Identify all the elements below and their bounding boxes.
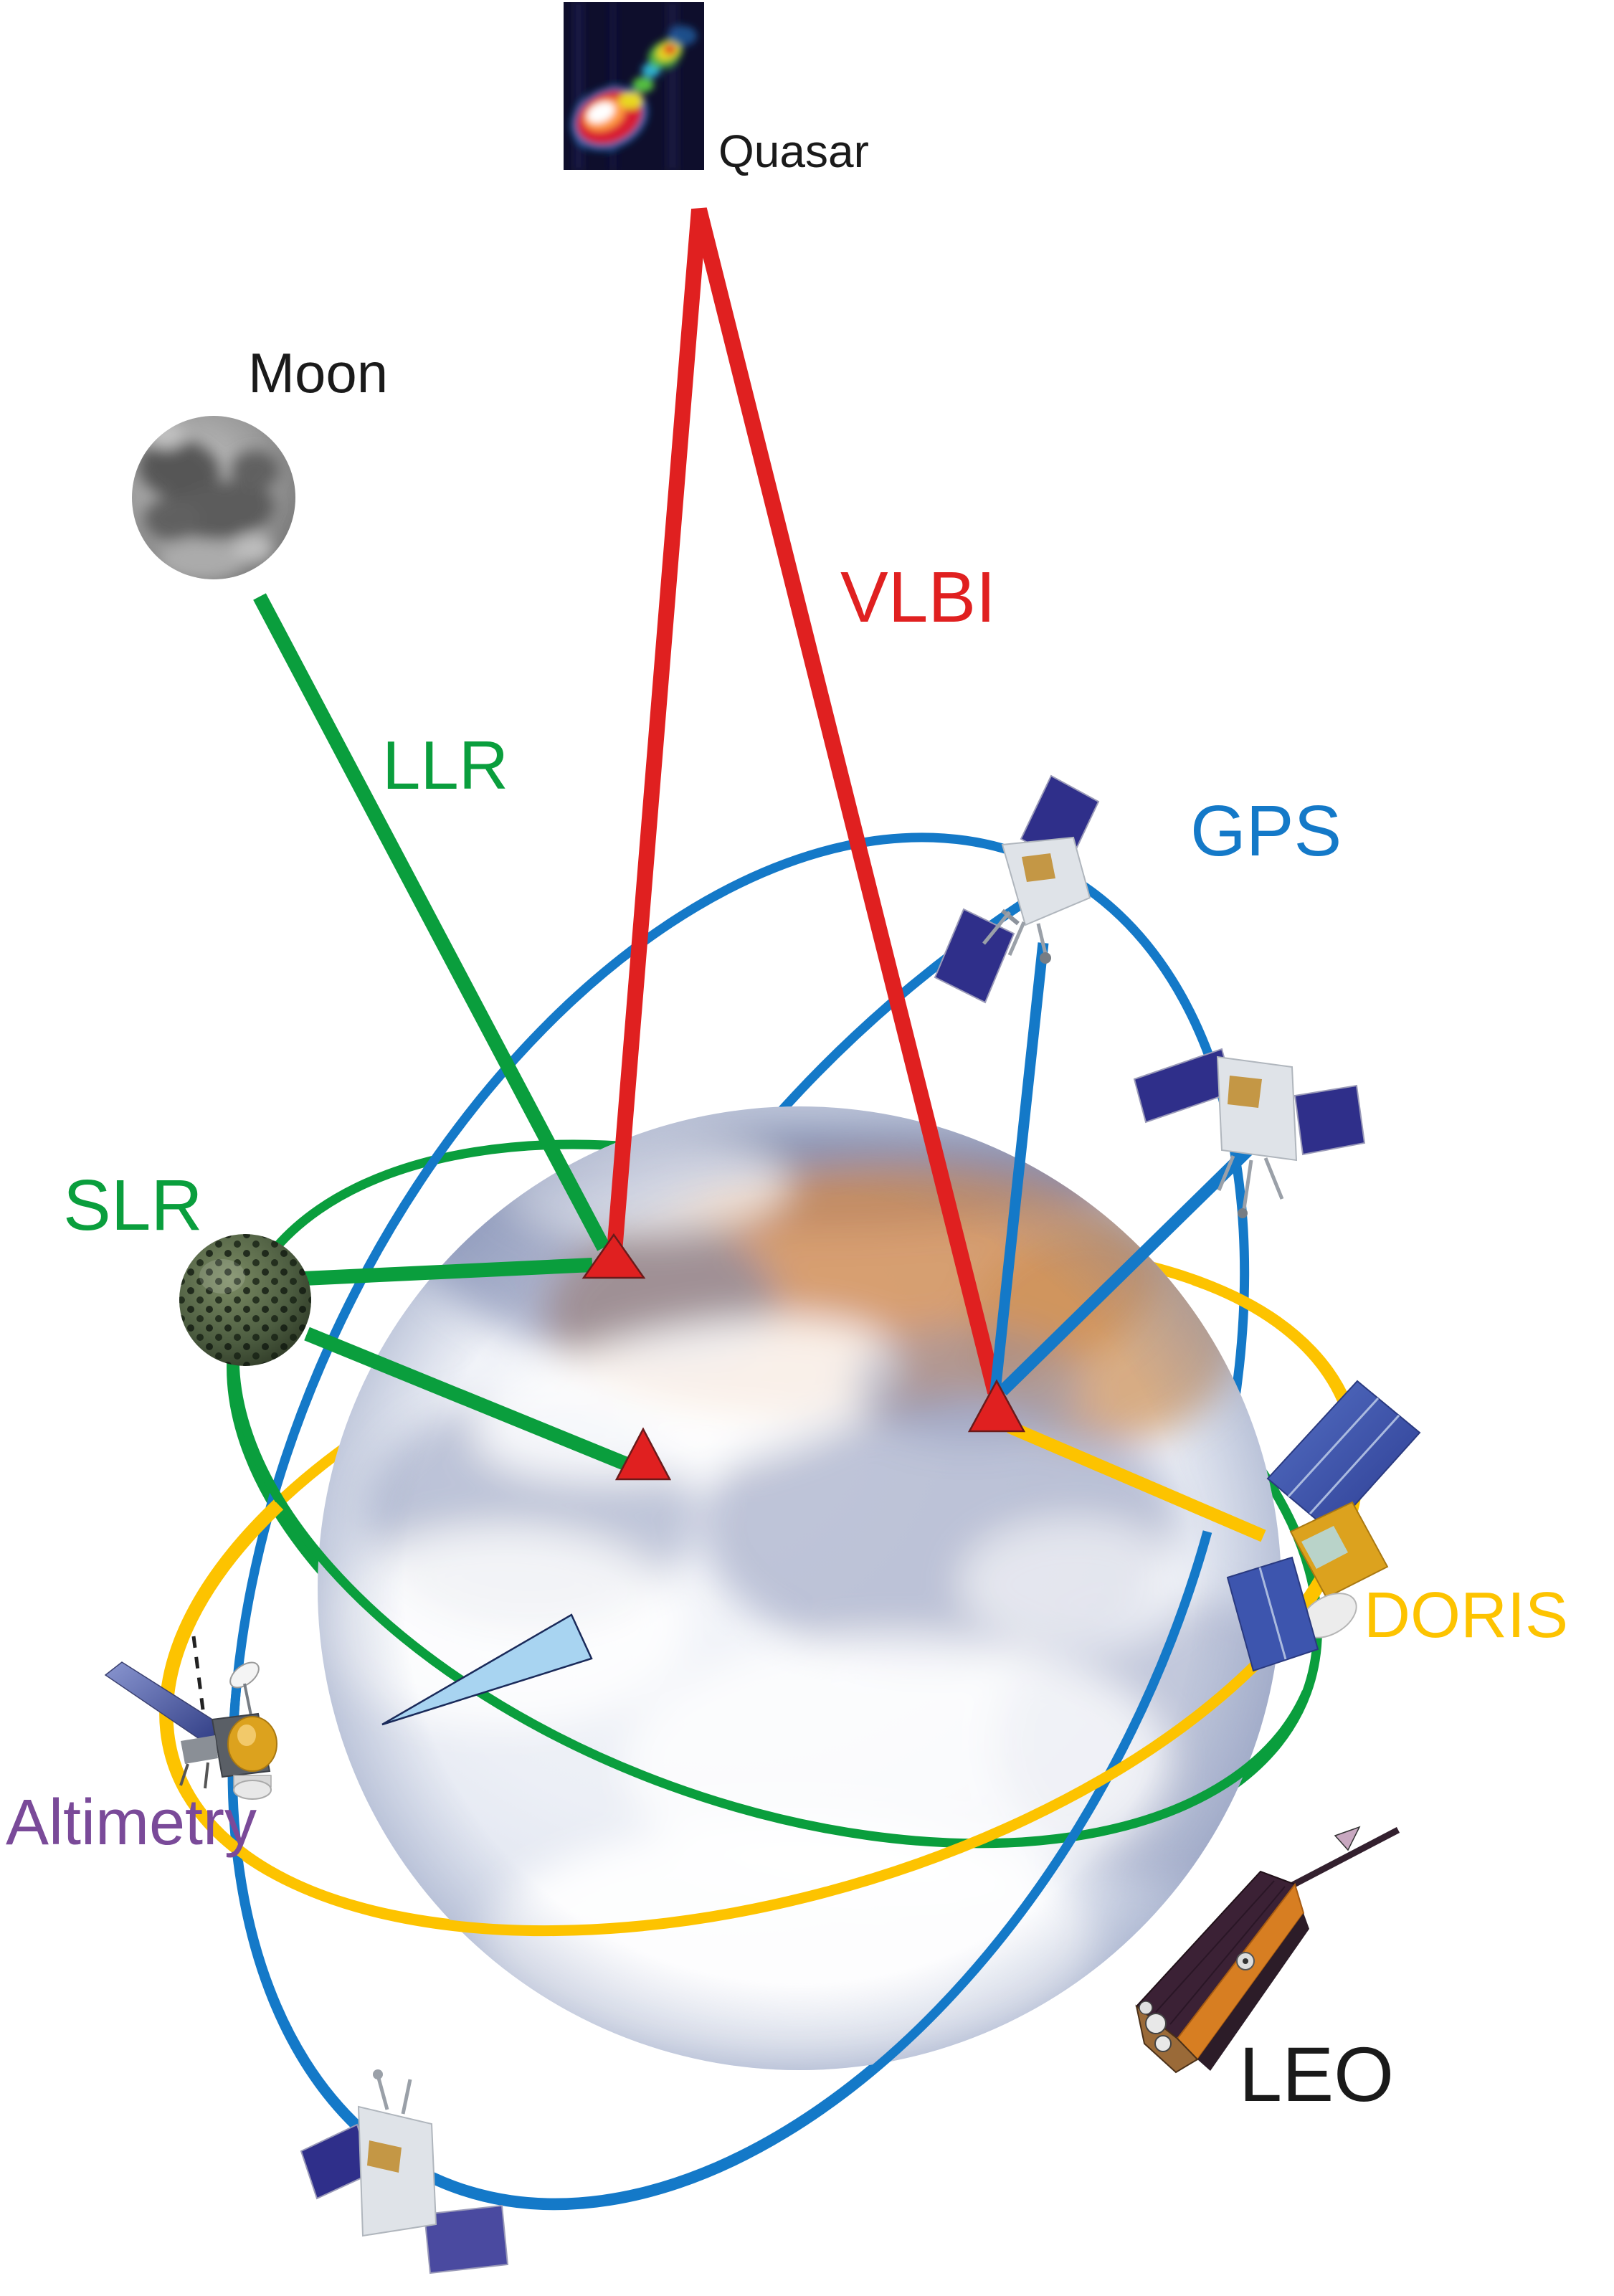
gps-beam-1: [989, 942, 1049, 1392]
gps-beam-2: [998, 1142, 1255, 1396]
leo-satellite: [1135, 1826, 1400, 2074]
label-leo: LEO: [1239, 2031, 1394, 2117]
gps-satellite-3: [300, 2069, 509, 2274]
gps-satellite-1: [934, 774, 1100, 1004]
slr-orbit-front: [229, 1304, 1311, 1849]
altimeter-beam-cone: [381, 1613, 593, 1726]
doris-satellite: [1226, 1380, 1421, 1672]
label-slr: SLR: [63, 1165, 203, 1246]
lageos-satellite: [179, 1234, 311, 1366]
altimetry-antenna-dashed: [191, 1636, 206, 1716]
label-altimetry: Altimetry: [6, 1787, 257, 1859]
gps-orbit-front: [227, 1530, 1212, 2211]
label-moon: Moon: [248, 341, 388, 404]
vlbi-beams: [607, 207, 1003, 1395]
gps-satellite-2: [1133, 1048, 1366, 1218]
ground-station-slr: [614, 1427, 672, 1481]
altimetry-satellite: [104, 1636, 277, 1800]
ground-station-vlbi-left: [581, 1233, 646, 1279]
ground-station-right: [967, 1379, 1026, 1433]
label-doris: DORIS: [1364, 1580, 1568, 1651]
label-llr: LLR: [382, 727, 508, 804]
label-gps: GPS: [1190, 791, 1342, 871]
label-vlbi: VLBI: [840, 557, 996, 637]
earth-image: [318, 1106, 1281, 2070]
doris-beam: [1007, 1420, 1266, 1542]
label-quasar: Quasar: [718, 125, 869, 177]
slr-beam-1: [303, 1258, 593, 1286]
llr-beam: [253, 593, 610, 1251]
ground-stations: [581, 1233, 1026, 1481]
slr-beam-2: [304, 1327, 630, 1471]
beams: [253, 207, 1266, 1542]
moon-image: [132, 416, 295, 579]
quasar-image: [564, 2, 704, 170]
